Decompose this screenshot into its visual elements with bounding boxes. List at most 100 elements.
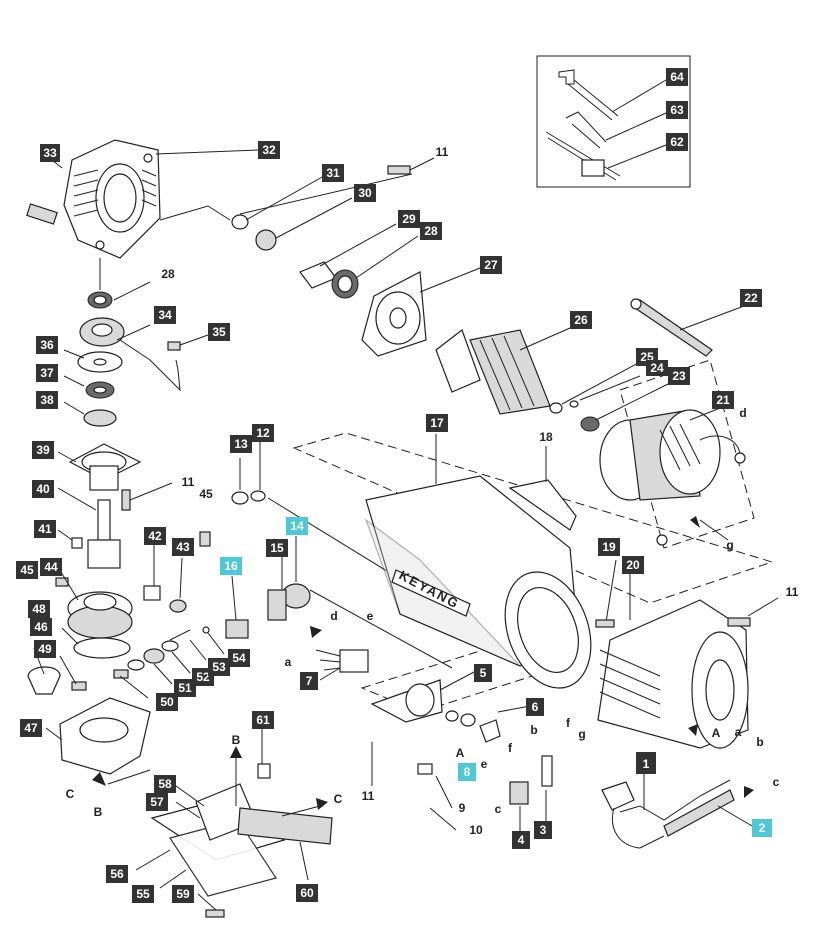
svg-text:62: 62 <box>670 135 684 149</box>
part-badge: 49 <box>34 640 56 658</box>
screw-19 <box>595 619 615 628</box>
svg-text:36: 36 <box>40 338 54 352</box>
svg-text:56: 56 <box>110 867 124 881</box>
field-coil <box>599 409 746 546</box>
part-badge-highlighted: 8 <box>458 763 476 781</box>
part-badge: 62 <box>666 133 688 151</box>
part-badge: 45 <box>16 561 38 579</box>
part-badge: 1 <box>636 752 656 774</box>
switch-parts <box>225 490 369 673</box>
part-badge: 37 <box>36 364 58 382</box>
svg-text:41: 41 <box>38 522 52 536</box>
part-badge-highlighted: 14 <box>286 517 308 535</box>
switch-mounting-plate <box>370 679 553 805</box>
svg-text:39: 39 <box>36 443 50 457</box>
part-badge: 53 <box>208 658 230 676</box>
svg-text:52: 52 <box>196 670 210 684</box>
svg-text:57: 57 <box>150 795 164 809</box>
part-badge: 55 <box>132 885 154 903</box>
svg-text:43: 43 <box>176 540 190 554</box>
part-badge: 3 <box>534 821 552 839</box>
svg-text:42: 42 <box>148 529 162 543</box>
svg-text:14: 14 <box>290 519 304 533</box>
part-badge: 51 <box>174 679 196 697</box>
svg-text:60: 60 <box>300 886 314 900</box>
wire-letter: e <box>367 609 374 623</box>
part-badge-highlighted: 2 <box>752 819 772 837</box>
part-badge: 7 <box>300 672 318 690</box>
part-badge: 35 <box>208 323 230 341</box>
svg-text:35: 35 <box>212 325 226 339</box>
part-badge: 54 <box>228 649 250 667</box>
svg-text:59: 59 <box>176 887 190 901</box>
svg-text:24: 24 <box>650 361 664 375</box>
part-badge-highlighted: 16 <box>220 557 242 575</box>
svg-text:49: 49 <box>38 642 52 656</box>
svg-text:12: 12 <box>256 426 270 440</box>
svg-text:7: 7 <box>306 674 313 688</box>
part-label: 11 <box>436 145 449 159</box>
svg-text:17: 17 <box>430 416 444 430</box>
part-badge: 60 <box>296 884 318 902</box>
armature <box>435 329 600 432</box>
part-badge: 23 <box>668 367 690 385</box>
part-badge: 33 <box>40 144 60 162</box>
part-badge: 21 <box>712 391 734 409</box>
svg-text:5: 5 <box>480 666 487 680</box>
svg-text:46: 46 <box>34 620 48 634</box>
wire-letter: g <box>726 538 733 552</box>
part-badge: 27 <box>480 256 502 274</box>
part-badge: 50 <box>156 693 178 711</box>
part-label: 9 <box>459 801 466 815</box>
direction-letter: B <box>232 733 241 747</box>
screw-11-right <box>727 617 751 627</box>
svg-text:27: 27 <box>484 258 498 272</box>
direction-letter: B <box>94 805 103 819</box>
wire-letter: a <box>735 725 742 739</box>
screw-11-top <box>387 165 411 175</box>
wire-letter: b <box>756 735 763 749</box>
part-badge: 15 <box>266 539 288 557</box>
part-badge: 47 <box>20 719 42 737</box>
wire-letter: d <box>739 406 746 420</box>
svg-text:3: 3 <box>540 823 547 837</box>
shaft-lock-parts <box>113 626 210 679</box>
part-badge: 30 <box>354 184 376 202</box>
svg-text:6: 6 <box>532 700 539 714</box>
power-cord <box>601 779 735 849</box>
svg-text:23: 23 <box>672 369 686 383</box>
svg-text:44: 44 <box>44 560 58 574</box>
blade-assembly <box>150 763 333 918</box>
part-badge: 32 <box>258 141 280 159</box>
svg-text:40: 40 <box>36 482 50 496</box>
svg-text:34: 34 <box>158 308 172 322</box>
hex-key-inset <box>536 55 691 188</box>
part-badge: 20 <box>622 556 644 574</box>
part-badge: 34 <box>154 306 176 324</box>
part-badge: 58 <box>154 775 176 793</box>
direction-letter: C <box>334 792 343 806</box>
svg-text:15: 15 <box>270 541 284 555</box>
part-badge: 40 <box>32 480 54 498</box>
part-badge: 48 <box>28 600 50 618</box>
svg-text:55: 55 <box>136 887 150 901</box>
part-badge: 43 <box>172 538 194 556</box>
bearing-stack <box>77 291 181 427</box>
part-badge: 39 <box>32 441 54 459</box>
part-badge: 56 <box>106 865 128 883</box>
part-label: 11 <box>362 789 375 803</box>
svg-text:37: 37 <box>40 366 54 380</box>
svg-text:29: 29 <box>402 212 416 226</box>
direction-letter: A <box>712 726 721 740</box>
part-badge: 12 <box>252 424 274 442</box>
part-badge: 28 <box>420 222 442 240</box>
part-badge: 31 <box>322 164 344 182</box>
part-badge: 24 <box>646 360 668 376</box>
svg-text:4: 4 <box>518 833 525 847</box>
svg-text:45: 45 <box>20 563 34 577</box>
svg-text:63: 63 <box>670 103 684 117</box>
svg-text:48: 48 <box>32 602 46 616</box>
wire-letter: c <box>773 775 780 789</box>
spindle-assembly <box>68 443 211 569</box>
